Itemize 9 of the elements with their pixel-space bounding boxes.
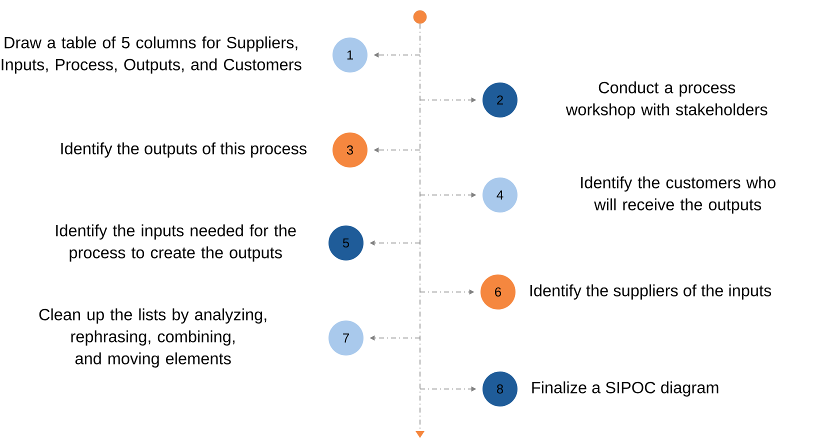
step-description: Identify the customers who will receive the outputs [581, 176, 776, 214]
step-description: Conduct a process workshop with stakeholders [566, 81, 768, 119]
step-description: Identify the outputs of this process [61, 142, 306, 158]
start-dot [413, 10, 427, 24]
step-description: Draw a table of 5 columns for Suppliers, Inputs, Process, Outputs, and Customers [2, 36, 302, 74]
step-description: Finalize a SIPOC diagram [532, 381, 718, 397]
step-description: Identify the suppliers of the inputs [530, 284, 772, 300]
step-description: Identify the inputs needed for the process to create the outputs [56, 224, 296, 262]
step-description: Clean up the lists by analyzing, rephrasing, combining, and moving elements [39, 308, 266, 368]
